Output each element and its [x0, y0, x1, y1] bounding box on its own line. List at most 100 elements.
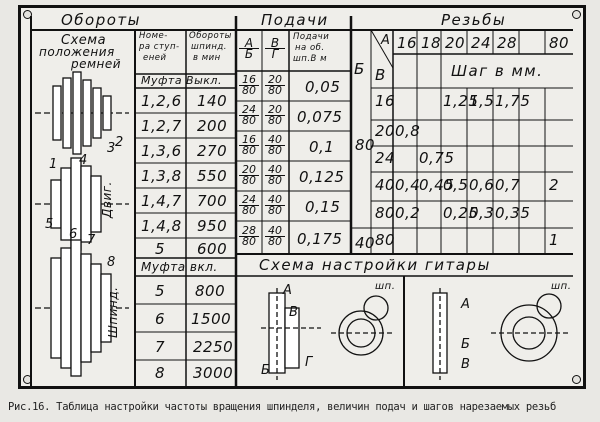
instruction-plate: Обороты Подачи Резьбы Схема настройки ги…	[18, 5, 586, 389]
rivet-top-left	[23, 10, 32, 19]
guitar-right-drawing	[432, 288, 569, 380]
feed-row-5-value: 0,175	[297, 230, 343, 248]
feed-row-4-a: 24	[242, 193, 256, 206]
feed-row-1-a: 24	[242, 103, 256, 116]
thread-b-80: 80	[355, 136, 376, 154]
thread-cell-1-0: 0,8	[395, 122, 421, 140]
speed-off-steps-4: 1,4,7	[141, 192, 182, 210]
feed-row-2-a: 16	[242, 133, 256, 146]
thread-cell-0-4: 1,75	[495, 92, 531, 110]
feed-row-0-a: 16	[242, 73, 256, 86]
thread-cell-3-2: 0,5	[443, 176, 469, 194]
table-grid	[30, 16, 573, 386]
feed-row-2-value: 0,1	[309, 138, 335, 156]
thread-row-4-v: 80	[375, 204, 396, 222]
guitar-left-b: Б	[261, 363, 271, 378]
feed-row-3-b: 80	[242, 174, 256, 187]
header-rezby: Резьбы	[441, 11, 507, 29]
mufta-vkl-label: Муфта вкл.	[141, 260, 218, 274]
feed-row-4-value: 0,15	[305, 198, 341, 216]
feed-row-3-v: 40	[268, 163, 282, 176]
pulley-label-7: 7	[87, 233, 96, 248]
thread-cell-3-1: 0,45	[419, 176, 455, 194]
thread-a-0: 16	[397, 34, 418, 52]
feed-row-3-value: 0,125	[299, 168, 345, 186]
thread-row-5-v: 80	[375, 231, 396, 249]
speed-off-steps-3: 1,3,8	[141, 167, 182, 185]
guitar-left-v: В	[289, 305, 299, 320]
feed-row-3-a: 20	[242, 163, 256, 176]
thread-row-0-v: 16	[375, 92, 396, 110]
pulley-label-3: 3	[107, 141, 116, 156]
speed-on-steps-0: 5	[155, 282, 166, 300]
speed-col2-h1: Обороты	[189, 31, 232, 41]
thread-a-1: 18	[421, 34, 442, 52]
feed-header-g: Г	[271, 47, 279, 61]
thread-cell-4-0: 0,2	[395, 204, 421, 222]
feed-row-5-g: 80	[268, 235, 282, 248]
feed-row-4-b: 80	[242, 204, 256, 217]
thread-cell-0-2: 1,25	[443, 92, 479, 110]
feed-header-v: В	[270, 36, 280, 50]
feed-row-1-g: 80	[268, 114, 282, 127]
speed-on-rpm-1: 1500	[191, 310, 232, 328]
header-oboroty: Обороты	[61, 11, 142, 29]
guitar-left-drawing	[261, 288, 393, 380]
thread-a-3: 24	[471, 34, 492, 52]
speed-off-steps-5: 1,4,8	[141, 217, 182, 235]
feed-row-0-g: 80	[268, 84, 282, 97]
guitar-left-a: А	[283, 283, 293, 298]
belt-scheme-title-1: Схема	[61, 33, 107, 48]
speed-col2-h3: в мин	[193, 53, 221, 63]
feed-row-1-b: 80	[242, 114, 256, 127]
guitar-left-shp: шп.	[375, 281, 396, 292]
thread-b-40: 40	[355, 234, 376, 252]
feed-header-3: шп.В м	[293, 54, 327, 64]
speed-col1-h2: ра ступ-	[139, 42, 180, 52]
feed-header-1: Подачи	[293, 32, 330, 42]
speed-off-rpm-0: 140	[197, 92, 228, 110]
thread-shag-label: Шаг в мм.	[451, 62, 544, 80]
thread-cell-3-0: 0,4	[395, 176, 421, 194]
pulley-label-4: 4	[79, 153, 88, 168]
speed-on-steps-1: 6	[155, 310, 166, 328]
thread-cell-3-3: 0,6	[469, 176, 495, 194]
thread-label-a: А	[381, 33, 391, 48]
belt-scheme-title-3: ремней	[71, 57, 122, 71]
feed-header-b: Б	[244, 47, 254, 61]
speed-off-rpm-4: 700	[197, 192, 228, 210]
feed-row-5-v: 40	[268, 224, 282, 237]
speed-on-rpm-0: 800	[195, 282, 226, 300]
speed-col2-h2: шпинд.	[191, 42, 227, 52]
feed-row-3-g: 80	[268, 174, 282, 187]
pulley-label-5: 5	[45, 217, 54, 232]
pulley-label-8: 8	[107, 255, 116, 270]
thread-cell-4-2: 0,25	[443, 204, 479, 222]
thread-cell-0-3: 1,5	[469, 92, 495, 110]
thread-a-4: 28	[497, 34, 518, 52]
feed-row-5-a: 28	[242, 224, 256, 237]
speed-on-rpm-3: 3000	[193, 364, 234, 382]
feed-row-1-v: 20	[268, 103, 282, 116]
thread-cell-5-5: 1	[549, 231, 560, 249]
speed-off-steps-6: 5	[155, 240, 166, 258]
header-scheme-gitary: Схема настройки гитары	[259, 256, 491, 274]
feed-row-0-v: 20	[268, 73, 282, 86]
speed-off-steps-1: 1,2,7	[141, 117, 182, 135]
feed-row-2-g: 80	[268, 144, 282, 157]
speed-off-steps-2: 1,3,6	[141, 142, 182, 160]
speed-off-rpm-5: 950	[197, 217, 228, 235]
belt-scheme-drawing	[35, 71, 129, 377]
guitar-right-a: А	[461, 297, 471, 312]
rivet-top-right	[572, 10, 581, 19]
thread-row-1-v: 20	[375, 122, 396, 140]
